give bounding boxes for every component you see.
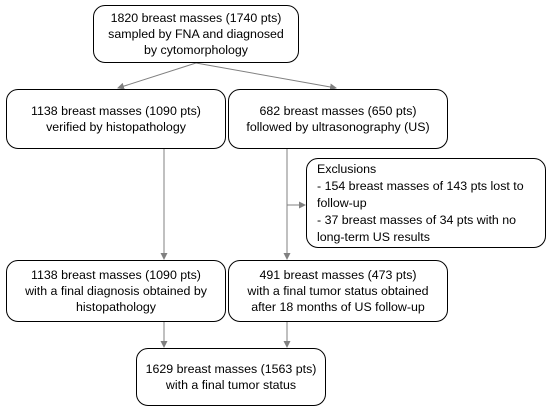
node-text-line: 1820 breast masses (1740 pts) bbox=[110, 11, 282, 25]
node-text-line: follow-up bbox=[317, 195, 367, 210]
node-text-line: with a final diagnosis obtained by bbox=[25, 284, 207, 298]
node-text-line: with a final tumor status obtained bbox=[247, 284, 429, 298]
node-text-line: - 37 breast masses of 34 pts with no bbox=[317, 212, 517, 227]
node-text-line: 682 breast masses (650 pts) bbox=[259, 104, 417, 118]
node-sampled-by-fna: 1820 breast masses (1740 pts) sampled by… bbox=[93, 5, 299, 63]
edge-root-to-histopathology bbox=[117, 62, 197, 90]
node-text-line: long-term US results bbox=[317, 229, 430, 244]
node-text-line: with a final tumor status bbox=[165, 378, 297, 392]
node-followed-by-ultrasonography: 682 breast masses (650 pts) followed by … bbox=[228, 89, 448, 149]
edge-root-to-ultrasonography bbox=[195, 62, 337, 91]
node-final-status-us-follow-up: 491 breast masses (473 pts) with a final… bbox=[228, 260, 448, 322]
node-verified-by-histopathology: 1138 breast masses (1090 pts) verified b… bbox=[6, 89, 226, 149]
node-final-diagnosis-histopathology: 1138 breast masses (1090 pts) with a fin… bbox=[6, 260, 226, 322]
node-text-line: 1629 breast masses (1563 pts) bbox=[145, 362, 317, 376]
exclusions-heading: Exclusions bbox=[317, 161, 377, 176]
node-text-line: followed by ultrasonography (US) bbox=[246, 120, 430, 134]
node-text-line: histopathology bbox=[76, 300, 156, 314]
node-text-line: after 18 months of US follow-up bbox=[251, 300, 425, 314]
node-exclusions: Exclusions - 154 breast masses of 143 pt… bbox=[306, 158, 546, 248]
node-text-line: sampled by FNA and diagnosed bbox=[108, 27, 284, 41]
node-final-tumor-status-total: 1629 breast masses (1563 pts) with a fin… bbox=[136, 348, 326, 406]
node-text-line: 1138 breast masses (1090 pts) bbox=[31, 268, 201, 282]
node-text-line: - 154 breast masses of 143 pts lost to bbox=[317, 178, 524, 193]
node-text-line: 1138 breast masses (1090 pts) bbox=[31, 104, 201, 118]
node-text-line: by cytomorphology bbox=[144, 43, 248, 57]
node-text-line: verified by histopathology bbox=[46, 120, 186, 134]
node-text-line: 491 breast masses (473 pts) bbox=[259, 268, 417, 282]
